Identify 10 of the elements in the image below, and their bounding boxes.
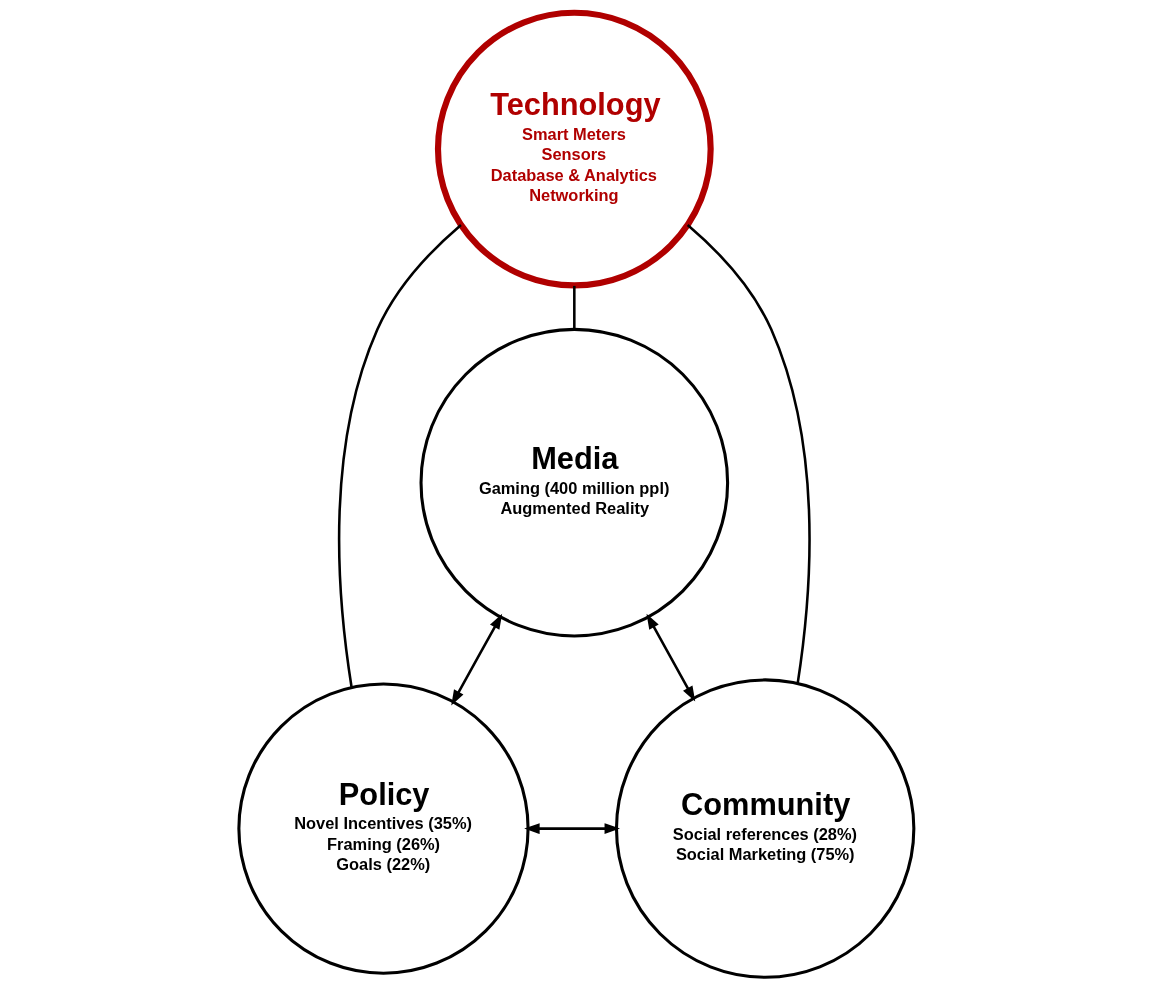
connector [573, 285, 576, 330]
arrow [646, 613, 696, 702]
node-circle: Media Gaming (400 million ppl) Augmented Reality [419, 327, 730, 638]
connector [337, 224, 462, 688]
node-circle: Policy Novel Incentives (35%) Framing (26%) Goals (22%) [237, 682, 530, 975]
arrow [524, 823, 620, 834]
node-circle: Community Social references (28%) Social Marketing (75%) [614, 678, 916, 979]
arrow [451, 613, 503, 706]
connector [686, 224, 811, 684]
node-circle: Technology Smart Meters Sensors Database & Analytics Networking [434, 9, 714, 289]
